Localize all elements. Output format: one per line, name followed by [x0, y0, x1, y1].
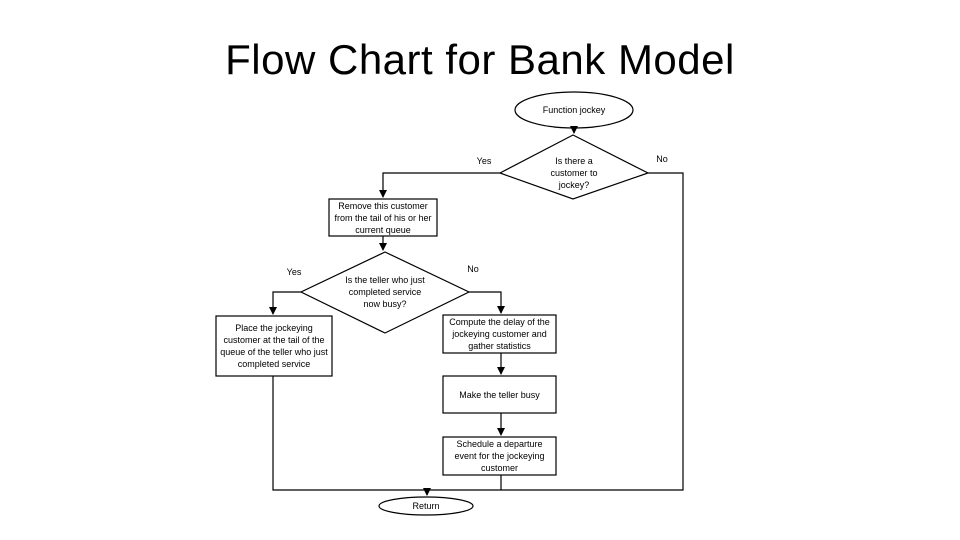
connector-place-down: [272, 376, 427, 491]
start-label: Function jockey: [542, 105, 606, 115]
edge-label-customer-yes: Yes: [476, 156, 492, 166]
connector-teller-yes: [269, 291, 301, 315]
connector-teller-no: [469, 291, 505, 314]
edge-label-teller-no: No: [467, 264, 479, 274]
connector-customer-yes: [379, 172, 500, 198]
decision-customer-label: Is there a customer to jockey?: [550, 156, 598, 190]
make-busy-process-box: [442, 375, 557, 414]
schedule-process-box: [442, 436, 557, 476]
edge-label-teller-yes: Yes: [286, 267, 302, 277]
compute-label: Compute the delay of the jockeying custo…: [449, 317, 550, 351]
compute-process-box: [442, 314, 557, 354]
end-terminal: [378, 496, 474, 516]
decision-teller-label: Is the teller who just completed service…: [345, 275, 425, 309]
connector-customer-no: [427, 172, 684, 491]
remove-label: Remove this customer from the tail of hi…: [334, 200, 432, 235]
decision-teller-shape: [299, 251, 471, 334]
place-label: Place the jockeying customer at the tail…: [220, 323, 328, 369]
schedule-label: Schedule a departure event for the jocke…: [454, 439, 545, 473]
page-title: Flow Chart for Bank Model: [225, 36, 735, 83]
make-busy-label: Make the teller busy: [459, 389, 540, 400]
end-label: Return: [412, 501, 440, 511]
edge-label-customer-no: No: [656, 154, 668, 164]
place-process-box: [215, 315, 333, 377]
decision-customer-shape: [498, 134, 650, 200]
